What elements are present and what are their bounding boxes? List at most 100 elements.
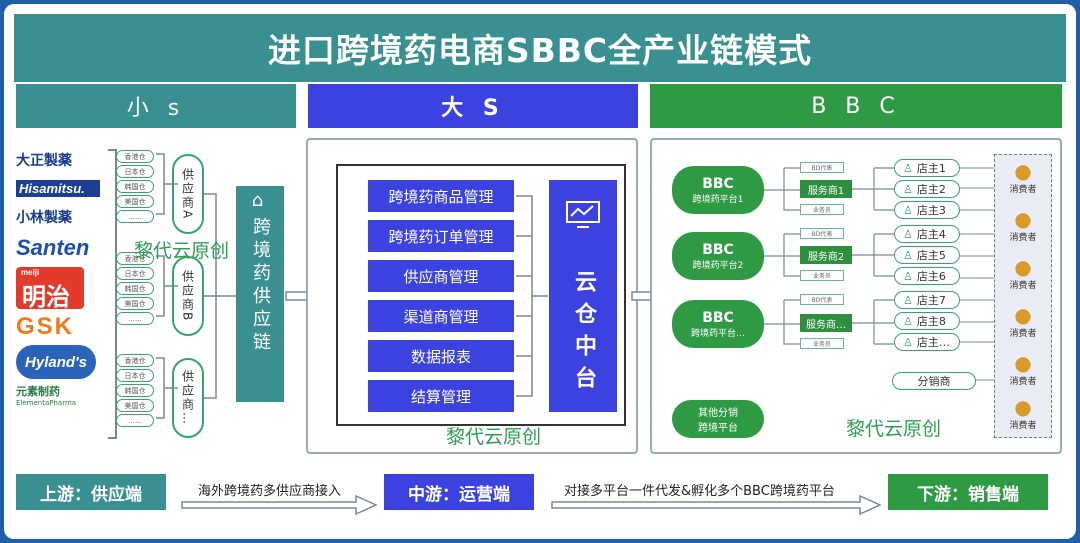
user-icon: ♙: [903, 182, 913, 196]
shop-owner: ♙店主2: [894, 180, 960, 198]
shop-label: 店主6: [916, 270, 946, 283]
distributor: 分销商: [892, 372, 976, 390]
brand-logo-column: 大正製薬 Hisamitsu. 小林製薬 Santen meiji 明治 GSK…: [16, 138, 110, 443]
person-icon: ●: [1014, 255, 1032, 279]
other-platform-line2: 跨境平台: [698, 423, 738, 434]
bbc-platform-etc: BBC 跨境药平台…: [672, 300, 764, 348]
supplier-etc: 供应商…: [172, 358, 204, 438]
brand-logo-meiji: 明治: [22, 284, 70, 311]
consumer-column: [994, 154, 1052, 438]
monitor-chart-icon: [566, 201, 600, 228]
supplier-brackets: [204, 193, 238, 399]
warehouse-group-a: 香港仓 日本仓 韩国仓 美国仓 ……: [116, 150, 154, 223]
service-provider-2: 服务商2: [800, 246, 852, 264]
platform-sub: 跨境药平台2: [692, 260, 744, 271]
module-order-management: 跨境药订单管理: [368, 220, 514, 252]
shop-owner: ♙店主3: [894, 201, 960, 219]
warehouse-tag: 香港仓: [116, 354, 154, 367]
footer-upstream: 上游：供应端: [16, 474, 166, 510]
user-icon: ♙: [903, 335, 913, 349]
channel-tag: 业务员: [800, 204, 844, 215]
other-platform: 其他分销 跨境平台: [672, 400, 764, 438]
channel-tag: BD代表: [800, 294, 844, 305]
warehouse-tag: 日本仓: [116, 267, 154, 280]
consumer-label: 消费者: [1009, 329, 1037, 339]
platform-name: BBC: [702, 241, 734, 258]
warehouse-group-c: 香港仓 日本仓 韩国仓 美国仓 ……: [116, 354, 154, 427]
consumer: ●消费者: [1003, 352, 1043, 387]
warehouse-tag: 香港仓: [116, 252, 154, 265]
person-icon: ●: [1014, 159, 1032, 183]
supply-chain-label: 跨境药供应链: [250, 217, 271, 355]
person-icon: ●: [1014, 207, 1032, 231]
brand-logo-gsk: GSK: [16, 313, 75, 340]
shop-label: 店主7: [916, 294, 946, 307]
brand-logo-meiji-box: meiji 明治: [16, 267, 84, 311]
footer-downstream: 下游：销售端: [888, 474, 1048, 510]
brand-logo-kobayashi: 小林製薬: [16, 209, 72, 225]
brand-logo-hisamitsu: Hisamitsu.: [16, 180, 100, 197]
warehouse-tag: ……: [116, 414, 154, 427]
supplier-b: 供应商B: [172, 256, 204, 336]
consumer-label: 消费者: [1009, 421, 1037, 431]
shop-owner: ♙店主4: [894, 225, 960, 243]
consumer: ● 消费者: [1003, 304, 1043, 339]
tag-brackets: [156, 153, 178, 419]
warehouse-tag: ……: [116, 312, 154, 325]
platform-name: BBC: [702, 309, 734, 326]
person-icon: ●: [1014, 395, 1032, 419]
user-icon: ♙: [903, 269, 913, 283]
channel-tag: 业务员: [800, 338, 844, 349]
shop-owner: ♙店主…: [894, 333, 960, 351]
consumer: ● 消费者: [1003, 208, 1043, 243]
person-icon: ●: [1014, 351, 1032, 375]
user-icon: ♙: [903, 161, 913, 175]
warehouse-tag: 日本仓: [116, 369, 154, 382]
page-title: 进口跨境药电商SBBC全产业链模式: [14, 14, 1066, 82]
consumer-label: 消费者: [1009, 185, 1037, 195]
consumer-connectors: [960, 167, 994, 381]
brand-logo-meiji-sub: meiji: [21, 268, 40, 277]
module-settlement: 结算管理: [368, 380, 514, 412]
brand-logo-taisho: 大正製薬: [16, 152, 72, 168]
user-icon: ♙: [903, 227, 913, 241]
platform-connectors: [764, 167, 800, 345]
supplier-a: 供应商A: [172, 154, 204, 234]
platform-sub: 跨境药平台1: [692, 194, 744, 205]
channel-tag: 业务员: [800, 270, 844, 281]
watermark: 黎代云原创: [134, 240, 230, 262]
shop-label: 店主4: [916, 228, 946, 241]
module-data-report: 数据报表: [368, 340, 514, 372]
warehouse-tag: ……: [116, 210, 154, 223]
footer-upstream-note: 海外跨境药多供应商接入: [198, 484, 342, 499]
brand-logo-elementa-en: ElementaPharma: [16, 399, 77, 407]
warehouse-tag: 美国仓: [116, 297, 154, 310]
user-icon: ♙: [903, 293, 913, 307]
shop-owner: ♙店主6: [894, 267, 960, 285]
other-platform-line1: 其他分销: [698, 408, 738, 419]
user-icon: ♙: [903, 203, 913, 217]
section-header-small-s: 小 s: [16, 84, 296, 128]
warehouse-group-b: 香港仓 日本仓 韩国仓 美国仓 ……: [116, 252, 154, 325]
warehouse-tag: 韩国仓: [116, 180, 154, 193]
brand-logo-hylands: Hyland's: [16, 345, 96, 379]
shop-owner: ♙店主8: [894, 312, 960, 330]
shop-owner: ♙店主7: [894, 291, 960, 309]
user-icon: ♙: [903, 248, 913, 262]
warehouse-tag: 美国仓: [116, 399, 154, 412]
home-icon: ⌂: [251, 190, 269, 211]
brand-logo-santen: Santen: [16, 235, 90, 260]
bbc-platform-1: BBC 跨境药平台1: [672, 166, 764, 214]
consumer-label: 消费者: [1009, 233, 1037, 243]
logo-bracket: [108, 149, 117, 439]
shop-owner: ♙店主1: [894, 159, 960, 177]
supply-chain-box: ⌂ 跨境药供应链: [236, 186, 284, 402]
shop-label: 店主3: [916, 204, 946, 217]
person-icon: ●: [1014, 303, 1032, 327]
module-connector: [516, 195, 548, 397]
user-icon: ♙: [903, 314, 913, 328]
warehouse-tag: 韩国仓: [116, 282, 154, 295]
section-header-big-s: 大 S: [308, 84, 638, 128]
diagram-frame: 进口跨境药电商SBBC全产业链模式 小 s 大 S B B C 大正製薬 His…: [4, 4, 1076, 539]
channel-tag: BD代表: [800, 162, 844, 173]
